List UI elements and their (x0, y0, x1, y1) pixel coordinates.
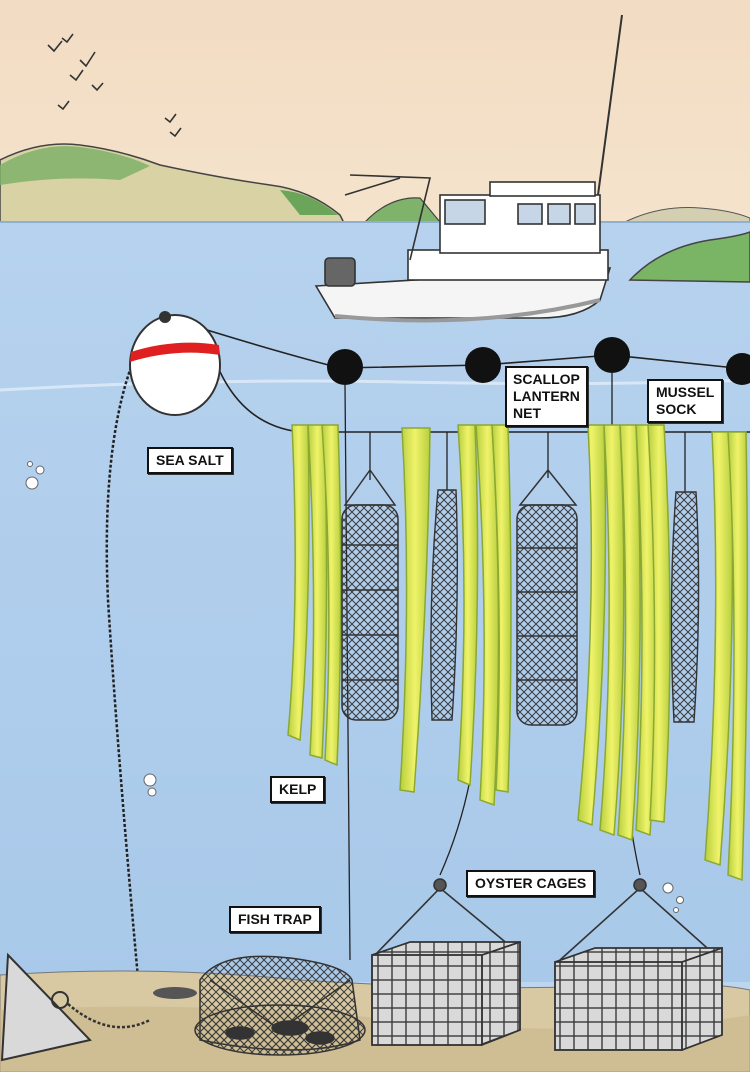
hill-far-right (624, 207, 750, 223)
label-scallop-lantern-net: SCALLOP LANTERN NET (505, 366, 588, 427)
lantern-net-right (516, 468, 578, 726)
fish-trap (194, 955, 366, 1056)
label-sea-salt: SEA SALT (147, 447, 233, 474)
oyster-cage-right (554, 878, 723, 1052)
fish (153, 987, 197, 999)
float-buoy (465, 347, 501, 383)
mussel-socks (430, 489, 700, 723)
bubbles (25, 461, 684, 913)
float-buoy (594, 337, 630, 373)
kelp-blades (287, 424, 749, 882)
label-kelp: KELP (270, 776, 326, 803)
mussel-sock (430, 489, 459, 721)
anchor (0, 952, 151, 1062)
label-fish-trap: FISH TRAP (229, 906, 321, 933)
mussel-sock (670, 491, 700, 723)
label-oyster-cages: OYSTER CAGES (466, 870, 596, 897)
lantern-net-left (341, 468, 399, 721)
float-buoy (726, 353, 750, 385)
oyster-cage-left (371, 878, 521, 1047)
birds (47, 33, 182, 138)
float-buoy (327, 349, 363, 385)
island-right (628, 231, 750, 283)
float-buoys (327, 337, 750, 385)
marker-buoy (129, 311, 221, 416)
label-mussel-sock: MUSSEL SOCK (647, 379, 724, 423)
boat (314, 14, 623, 323)
